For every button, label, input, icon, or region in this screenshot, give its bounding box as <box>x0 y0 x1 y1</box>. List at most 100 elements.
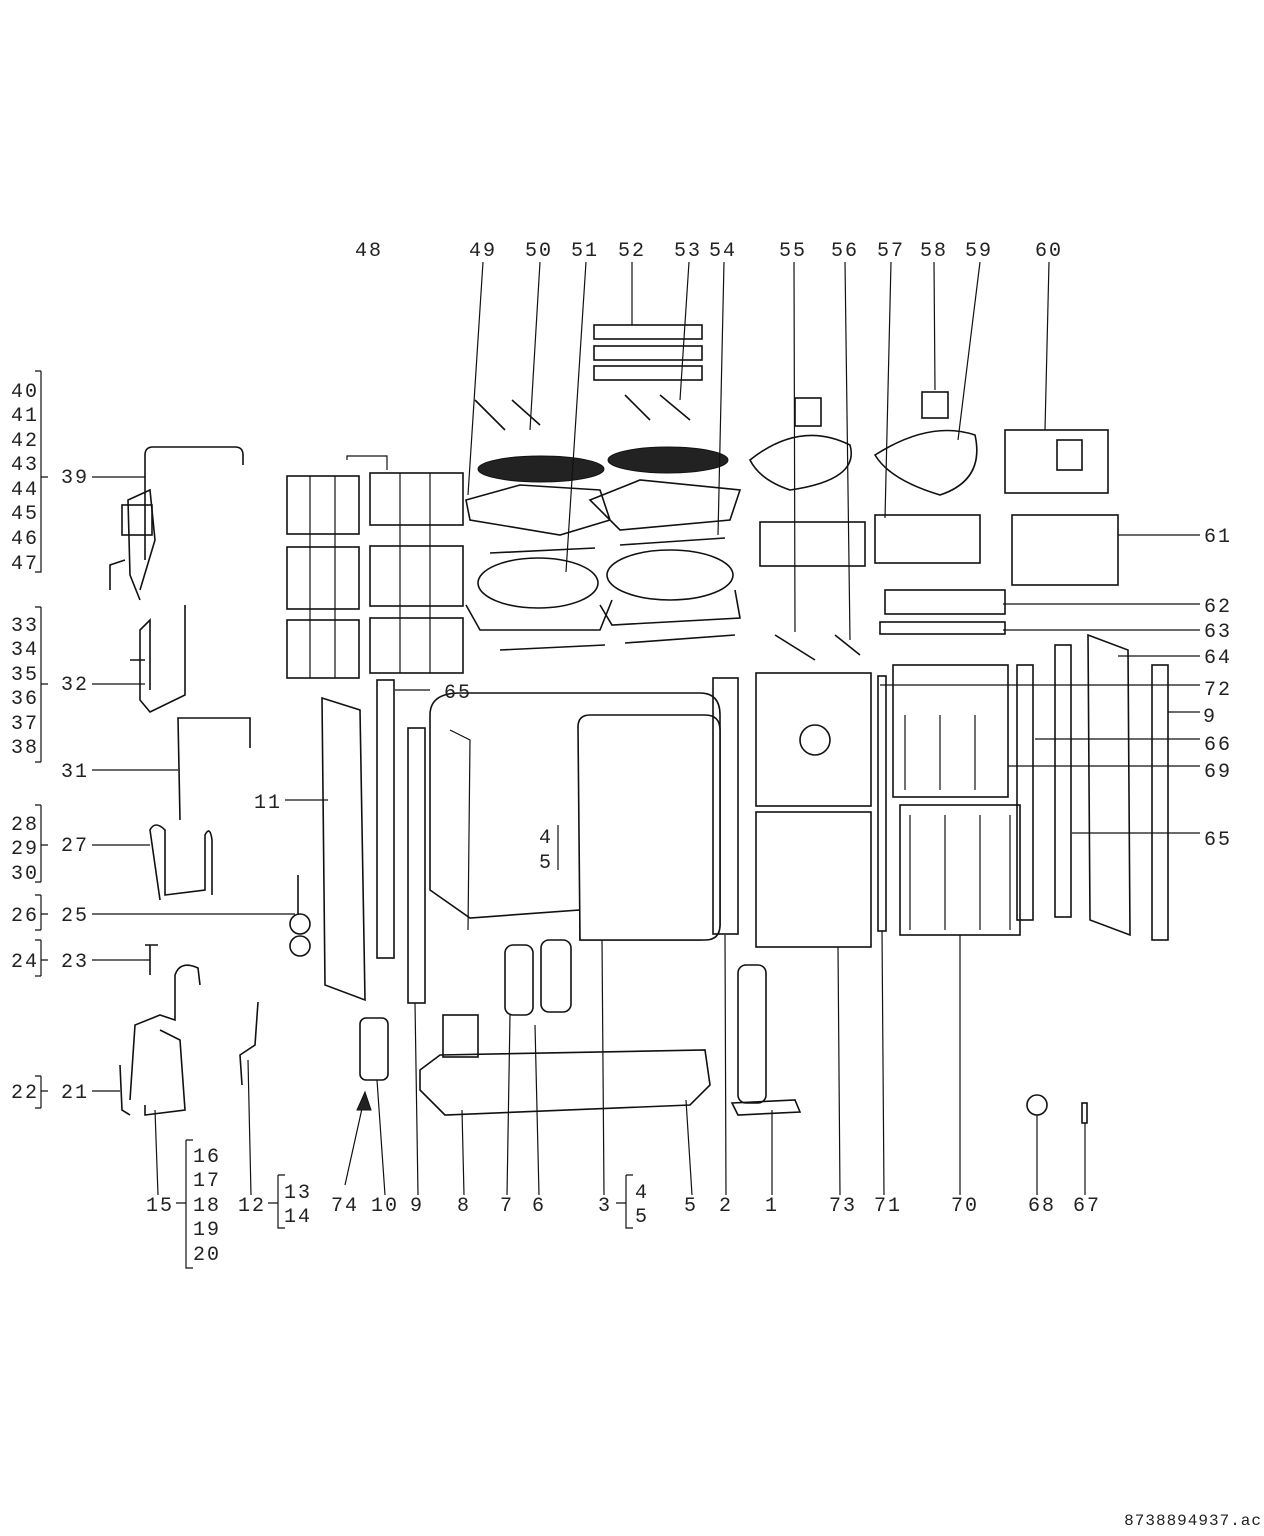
part-label-26: 26 <box>11 905 39 928</box>
frame-2 <box>712 677 739 935</box>
part-label-6: 6 <box>532 1195 546 1218</box>
part-label-8: 8 <box>457 1195 471 1218</box>
shroud-51 <box>465 537 741 651</box>
side-panel-11 <box>321 696 366 1002</box>
rail-63 <box>879 621 1006 635</box>
part-label-5: 5 <box>684 1195 698 1218</box>
part-label-7: 7 <box>500 1195 514 1218</box>
part-label-1: 1 <box>765 1195 779 1218</box>
part-label-32: 32 <box>61 674 89 697</box>
part-label-13: 13 <box>284 1182 312 1205</box>
part-label-16: 16 <box>193 1146 221 1169</box>
part-label-54: 54 <box>709 240 737 263</box>
side-panel-64 <box>1087 633 1131 937</box>
part-label-30: 30 <box>11 863 39 886</box>
pipe-12 <box>239 1001 259 1086</box>
sensor-25 <box>289 875 311 957</box>
part-label-24: 24 <box>11 951 39 974</box>
base-tray-5 <box>419 1049 711 1116</box>
part-label-55: 55 <box>779 240 807 263</box>
leader-lines <box>35 261 1200 1269</box>
part-label-48: 48 <box>355 240 383 263</box>
panel-57 <box>759 514 981 567</box>
part-label-31: 31 <box>61 761 89 784</box>
part-label-19: 19 <box>193 1219 221 1242</box>
strip-71 <box>877 675 887 932</box>
part-label-59: 59 <box>965 240 993 263</box>
compressor-7 <box>504 944 534 1016</box>
fan-motor-58 <box>748 391 978 496</box>
part-label-65: 65 <box>1204 829 1232 852</box>
fan-guard-50 <box>477 446 729 483</box>
part-label-10: 10 <box>371 1195 399 1218</box>
part-label-74: 74 <box>331 1195 359 1218</box>
strip-9-right <box>1151 664 1169 941</box>
part-label-34: 34 <box>11 639 39 662</box>
part-label-39: 39 <box>61 467 89 490</box>
part-label-71: 71 <box>874 1195 902 1218</box>
part-label-63: 63 <box>1204 621 1232 644</box>
receiver-1-base <box>730 1099 802 1116</box>
part-67 <box>1081 1102 1088 1124</box>
part-label-73: 73 <box>829 1195 857 1218</box>
control-board-61 <box>1011 514 1119 586</box>
part-label-5: 5 <box>635 1206 649 1229</box>
part-label-2: 2 <box>719 1195 733 1218</box>
part-label-44: 44 <box>11 479 39 502</box>
receiver-1 <box>737 964 767 1104</box>
logo-emblem <box>799 724 831 756</box>
part-label-36: 36 <box>11 688 39 711</box>
part-label-46: 46 <box>11 528 39 551</box>
fan-panel-49 <box>465 479 742 536</box>
compressor-6 <box>540 939 572 1013</box>
part-label-27: 27 <box>61 835 89 858</box>
part-label-25: 25 <box>61 905 89 928</box>
part-label-56: 56 <box>831 240 859 263</box>
part-label-23: 23 <box>61 951 89 974</box>
pipe-assembly-39 <box>109 446 244 601</box>
part-label-29: 29 <box>11 838 39 861</box>
part-label-72: 72 <box>1204 679 1232 702</box>
part-label-15: 15 <box>146 1195 174 1218</box>
strip-65-left <box>376 679 395 959</box>
part-label-47: 47 <box>11 553 39 576</box>
front-panel-73 <box>755 811 872 948</box>
part-label-28: 28 <box>11 814 39 837</box>
part-label-65: 65 <box>444 682 472 705</box>
drawing-id: 8738894937.ac <box>1124 1512 1262 1530</box>
front-section-4-5 <box>577 714 721 941</box>
part-label-18: 18 <box>193 1195 221 1218</box>
part-label-52: 52 <box>618 240 646 263</box>
part-label-11: 11 <box>254 792 282 815</box>
part-label-50: 50 <box>525 240 553 263</box>
grille-slats <box>904 715 1011 930</box>
strip-9-left <box>407 727 426 1004</box>
coil-fins <box>449 729 471 931</box>
part-label-3: 3 <box>598 1195 612 1218</box>
part-label-4: 4 <box>539 827 553 850</box>
part-label-66: 66 <box>1204 734 1232 757</box>
part-label-12: 12 <box>238 1195 266 1218</box>
part-label-37: 37 <box>11 713 39 736</box>
cover-60 <box>1004 429 1109 494</box>
component-8 <box>442 1014 479 1058</box>
part-label-62: 62 <box>1204 596 1232 619</box>
part-label-35: 35 <box>11 664 39 687</box>
part-label-21: 21 <box>61 1082 89 1105</box>
pipe-assembly-27 <box>149 824 213 901</box>
part-label-42: 42 <box>11 430 39 453</box>
part-label-68: 68 <box>1028 1195 1056 1218</box>
part-label-58: 58 <box>920 240 948 263</box>
part-label-22: 22 <box>11 1082 39 1105</box>
cover-60-window <box>1056 439 1083 471</box>
part-label-49: 49 <box>469 240 497 263</box>
brackets-52-53 <box>474 324 703 431</box>
part-label-57: 57 <box>877 240 905 263</box>
part-label-45: 45 <box>11 503 39 526</box>
part-label-61: 61 <box>1204 526 1232 549</box>
pipe-assembly-32 <box>130 605 186 713</box>
pipe-assembly-15 <box>119 964 201 1116</box>
grille-69 <box>892 664 1009 798</box>
